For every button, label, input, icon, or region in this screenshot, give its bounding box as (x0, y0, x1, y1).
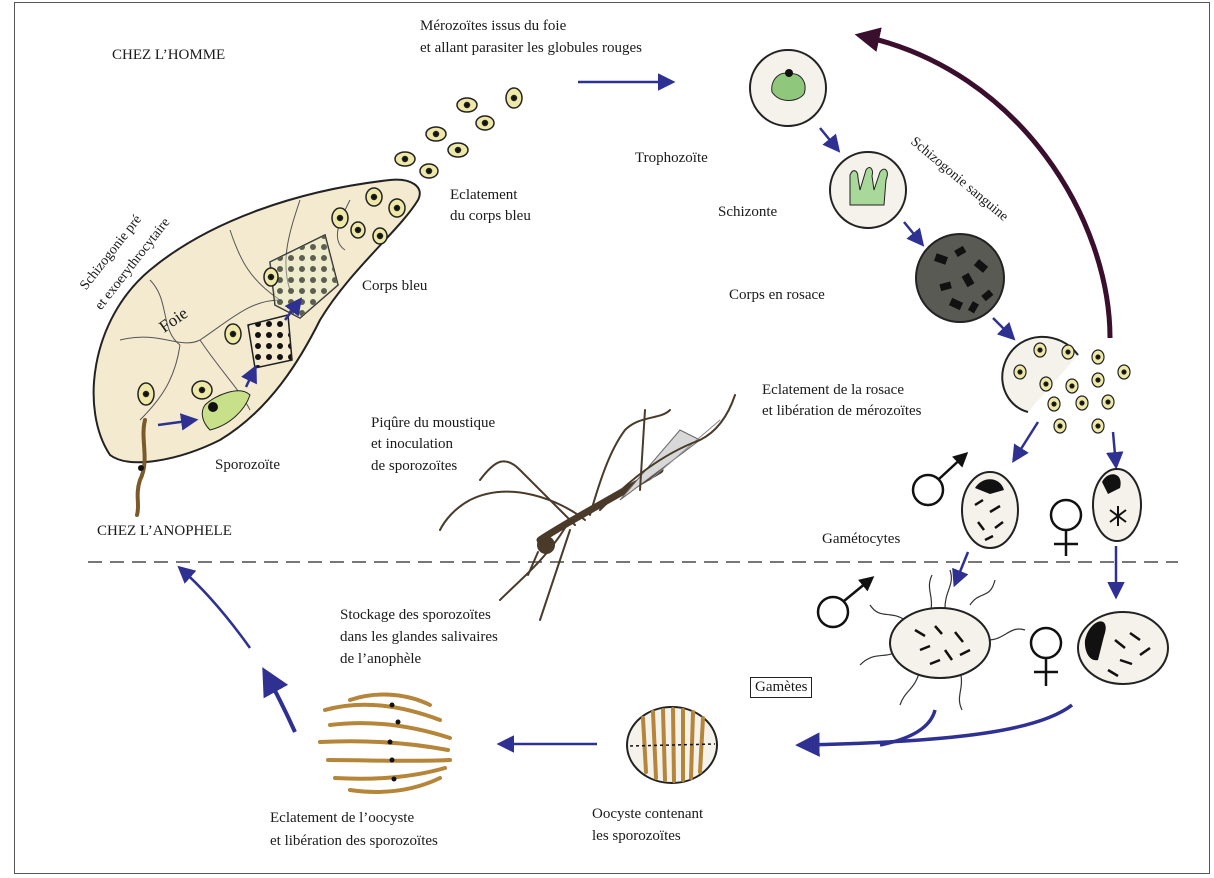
label-eclatement-rosace-2: et libération de mérozoïtes (762, 401, 922, 422)
label-piqure-2: et inoculation (371, 434, 453, 455)
trophozoite-cell (750, 50, 826, 126)
schizonte-cell (830, 152, 906, 228)
label-oocyste-1: Oocyste contenant (592, 804, 703, 825)
return-arrow-upper (180, 568, 250, 648)
male-symbol-bottom (818, 578, 872, 627)
male-gamete (860, 570, 1025, 710)
label-stockage-2: dans les glandes salivaires (340, 627, 498, 648)
label-eclatement-corps-bleu-2: du corps bleu (450, 206, 531, 227)
female-gamete (1078, 612, 1168, 684)
label-eclatement-oocyste-1: Eclatement de l’oocyste (270, 808, 414, 829)
male-gametocyte (962, 472, 1018, 548)
label-eclatement-oocyste-2: et libération des sporozoïtes (270, 831, 438, 852)
label-eclatement-corps-bleu-1: Eclatement (450, 185, 517, 206)
label-gametocytes: Gamétocytes (822, 529, 900, 550)
label-schizonte: Schizonte (718, 202, 777, 223)
label-stockage-1: Stockage des sporozoïtes (340, 605, 491, 626)
fecundation-arrows (800, 705, 1072, 745)
released-sporozoites (320, 695, 450, 792)
label-sporozoite: Sporozoïte (215, 455, 280, 476)
label-stockage-3: de l’anophèle (340, 649, 421, 670)
label-corps-rosace: Corps en rosace (729, 285, 825, 306)
rosace-cell (916, 234, 1004, 322)
oocyst (627, 707, 717, 783)
label-merozoites-1: Mérozoïtes issus du foie (420, 16, 566, 37)
label-trophozoite: Trophozoïte (635, 148, 708, 169)
burst-rosace (1002, 337, 1130, 433)
label-eclatement-rosace-1: Eclatement de la rosace (762, 380, 904, 401)
return-arrow-lower (265, 672, 295, 732)
label-merozoites-2: et allant parasiter les globules rouges (420, 38, 642, 59)
label-oocyste-2: les sporozoïtes (592, 826, 681, 847)
male-symbol-top (913, 454, 966, 505)
female-symbol-bottom (1031, 628, 1061, 686)
label-chez-homme: CHEZ L’HOMME (112, 45, 225, 66)
label-piqure-3: de sporozoïtes (371, 456, 457, 477)
female-symbol-top (1051, 500, 1081, 556)
label-gametes: Gamètes (750, 677, 812, 698)
female-gametocyte (1093, 469, 1141, 541)
label-chez-anophele: CHEZ L’ANOPHELE (97, 521, 232, 542)
label-corps-bleu: Corps bleu (362, 276, 427, 297)
label-piqure-1: Piqûre du moustique (371, 413, 495, 434)
